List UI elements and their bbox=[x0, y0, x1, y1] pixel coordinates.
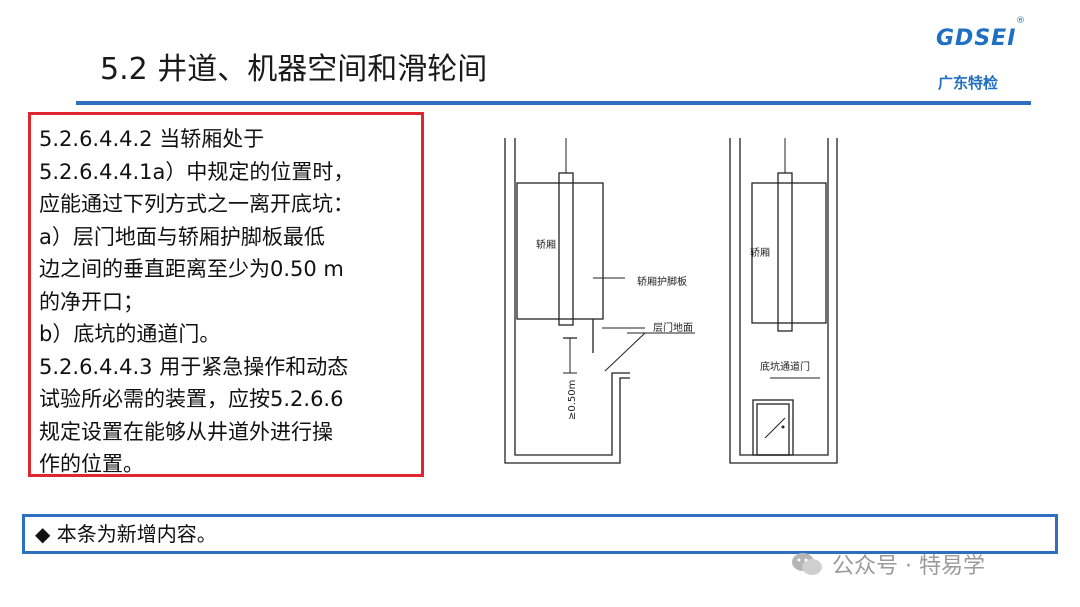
pit-door-label: 底坑通道门 bbox=[760, 360, 810, 373]
left-shaft bbox=[504, 138, 695, 464]
logo-mark: GDSEI bbox=[936, 26, 1017, 51]
gdsei-logo: GDSEI ® 广东特检 bbox=[932, 14, 1027, 96]
rule-line: 试验所必需的装置，应按5.2.6.6 bbox=[39, 387, 344, 411]
left-car-label: 轿厢 bbox=[536, 238, 556, 251]
dimension-label: ≥0.50m bbox=[567, 380, 578, 420]
rule-line: 规定设置在能够从井道外进行操 bbox=[39, 419, 333, 444]
watermark: 公众号 · 特易学 bbox=[790, 548, 985, 580]
right-car-label: 轿厢 bbox=[750, 246, 770, 259]
wechat-icon bbox=[792, 553, 822, 575]
rule-line: 的净开口； bbox=[39, 289, 144, 314]
watermark-text: 公众号 · 特易学 bbox=[832, 554, 985, 579]
rule-line: 作的位置。 bbox=[39, 452, 144, 476]
toe-guard-label: 轿厢护脚板 bbox=[637, 275, 687, 288]
rule-text-box: 5.2.6.4.4.2 当轿厢处于 5.2.6.4.4.1a）中规定的位置时， … bbox=[28, 112, 424, 477]
rule-line: 边之间的垂直距离至少为0.50 m bbox=[39, 257, 344, 281]
rule-line: 5.2.6.4.4.2 当轿厢处于 bbox=[39, 127, 265, 151]
rule-line: a）层门地面与轿厢护脚板最低 bbox=[39, 224, 325, 249]
pit-exit-diagram: 轿厢 轿厢护脚板 层门地面 ≥0.50m 轿厢 底坑通道门 bbox=[504, 138, 838, 464]
rule-line: 5.2.6.4.4.1a）中规定的位置时， bbox=[39, 159, 355, 184]
rule-line: 应能通过下列方式之一离开底坑： bbox=[39, 192, 354, 216]
logo-subtitle: 广东特检 bbox=[938, 74, 999, 92]
rule-line: b）底坑的通道门。 bbox=[39, 322, 221, 346]
note-text: ◆ 本条为新增内容。 bbox=[35, 522, 217, 546]
title-underline bbox=[76, 101, 1031, 105]
rule-line: 5.2.6.4.4.3 用于紧急操作和动态 bbox=[39, 354, 349, 379]
note-box: ◆ 本条为新增内容。 bbox=[22, 514, 1058, 554]
landing-floor-label: 层门地面 bbox=[653, 321, 693, 334]
right-shaft bbox=[729, 138, 838, 464]
page-title: 5.2 井道、机器空间和滑轮间 bbox=[100, 52, 488, 87]
logo-registered-mark: ® bbox=[1016, 16, 1025, 26]
